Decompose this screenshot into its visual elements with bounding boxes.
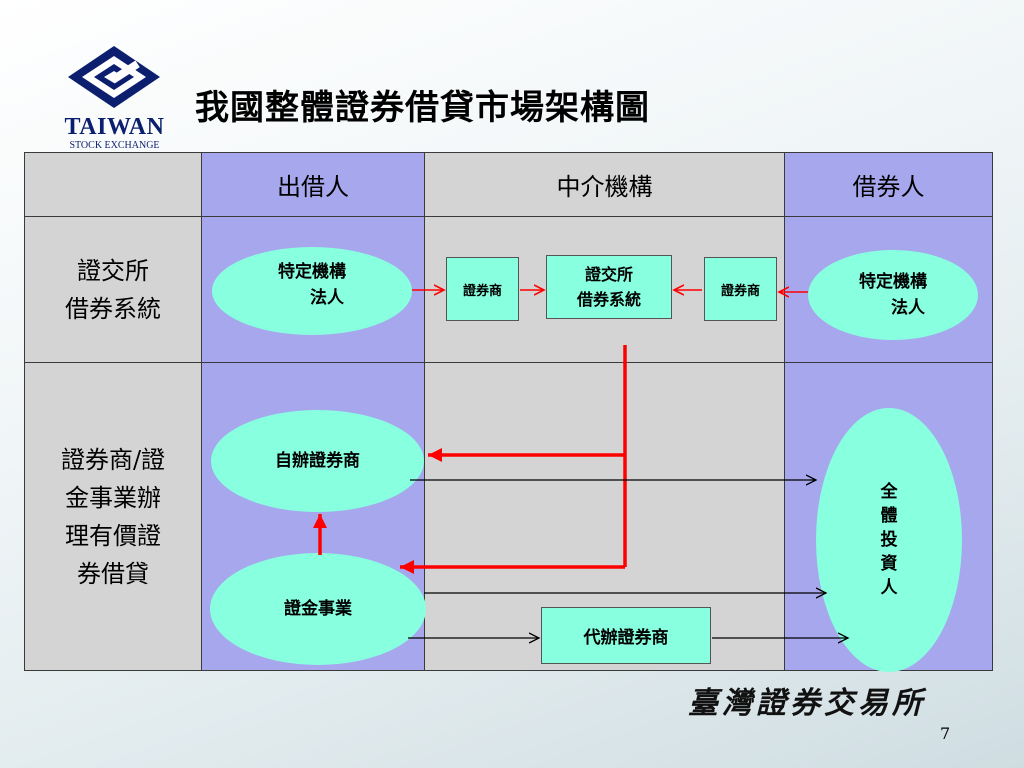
row-label-line: 理有價證 [65, 521, 161, 550]
self-broker-node: 自辦證券商 [211, 410, 424, 512]
logo-mark-icon [68, 46, 160, 108]
logo: TAIWAN STOCK EXCHANGE [52, 44, 177, 152]
row-label-line: 證券商/證 [60, 445, 166, 474]
broker-right-node: 證券商 [704, 257, 777, 321]
agent-broker-node: 代辦證券商 [541, 607, 711, 664]
row-label-line: 金事業辦 [65, 483, 161, 512]
row-label-line: 券借貸 [77, 559, 149, 588]
lender-institution-node: 特定機構 法人 [212, 247, 412, 335]
node-label-char: 全 [880, 482, 898, 502]
page-title: 我國整體證券借貸市場架構圖 [195, 88, 650, 128]
securities-finance-node: 證金事業 [210, 553, 426, 665]
logo-subtitle: STOCK EXCHANGE [69, 140, 160, 151]
node-label-char: 體 [880, 506, 898, 526]
row-label-broker-lending: 證券商/證 金事業辦 理有價證 券借貸 [24, 362, 202, 671]
all-investors-node: 全 體 投 資 人 [816, 408, 962, 672]
header-borrower: 借券人 [784, 152, 993, 217]
node-label-char: 人 [880, 578, 898, 598]
page-number: 7 [940, 724, 951, 743]
node-label-line: 借券系統 [576, 290, 641, 309]
header-lender: 出借人 [201, 152, 425, 217]
node-label-char: 資 [880, 554, 898, 574]
exchange-system-node: 證交所 借券系統 [546, 255, 672, 319]
node-label-line: 法人 [310, 288, 344, 308]
header-intermediary: 中介機構 [424, 152, 785, 217]
header-corner-cell [24, 152, 202, 217]
borrower-institution-node: 特定機構 法人 [808, 250, 978, 340]
row-label-line: 證交所 [77, 256, 149, 285]
logo-name: TAIWAN [64, 114, 165, 140]
node-label-line: 特定機構 [278, 262, 346, 282]
broker-left-node: 證券商 [446, 257, 519, 321]
row-label-exchange-system: 證交所 借券系統 [24, 216, 202, 363]
node-label-char: 投 [880, 530, 898, 550]
footer-brand: 臺灣證券交易所 [688, 686, 926, 721]
node-label-line: 證交所 [584, 265, 633, 284]
node-label-line: 法人 [891, 298, 925, 318]
row-label-line: 借券系統 [65, 294, 161, 323]
node-label-line: 特定機構 [859, 272, 927, 292]
